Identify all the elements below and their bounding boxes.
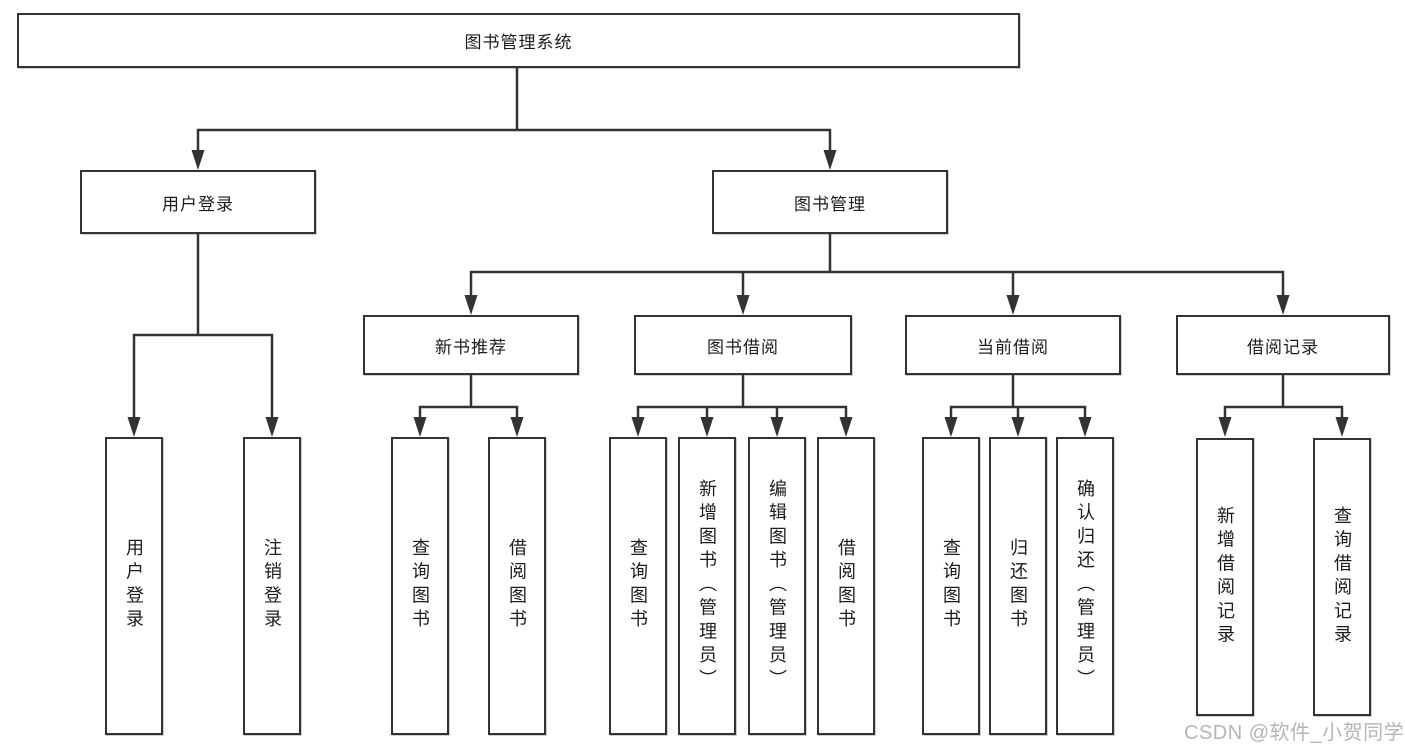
leaf-query-books-borrow: 查询图书 <box>609 437 667 735</box>
leaf-borrow-books-newbook: 借阅图书 <box>488 437 546 735</box>
leaf-return-book: 归还图书 <box>989 437 1047 735</box>
node-root-label: 图书管理系统 <box>464 33 573 52</box>
connector-current-borrow-to-leaves <box>949 372 1087 420</box>
connector-book-management-to-level2 <box>469 231 1285 298</box>
node-new-book-recommend: 新书推荐 <box>363 315 579 375</box>
leaf-borrow-books-borrow: 借阅图书 <box>817 437 875 735</box>
node-borrow-records-label: 借阅记录 <box>1247 337 1319 357</box>
node-book-borrow: 图书借阅 <box>634 315 852 375</box>
node-root: 图书管理系统 <box>17 13 1020 68</box>
node-book-borrow-label: 图书借阅 <box>707 337 779 357</box>
node-current-borrow-label: 当前借阅 <box>977 337 1049 357</box>
connector-borrow-records-to-leaves <box>1223 372 1344 420</box>
leaf-query-books-newbook: 查询图书 <box>391 437 449 735</box>
leaf-query-borrow-record: 查询借阅记录 <box>1313 438 1371 716</box>
node-user-login-label: 用户登录 <box>162 194 234 214</box>
csdn-watermark: CSDN @软件_小贺同学 <box>1184 722 1405 744</box>
node-current-borrow: 当前借阅 <box>905 315 1121 375</box>
connector-book-borrow-to-leaves <box>636 372 848 420</box>
node-new-book-recommend-label: 新书推荐 <box>435 337 507 357</box>
leaf-confirm-return-admin: 确认归还（管理员） <box>1056 437 1114 735</box>
node-borrow-records: 借阅记录 <box>1176 315 1390 375</box>
connector-user-login-to-leaves <box>132 231 274 420</box>
leaf-edit-book-admin: 编辑图书（管理员） <box>748 437 806 735</box>
leaf-query-books-current: 查询图书 <box>922 437 980 735</box>
node-user-login: 用户登录 <box>80 170 316 234</box>
leaf-user-login: 用户登录 <box>105 437 163 735</box>
connector-root-to-level1 <box>196 66 832 153</box>
leaf-add-borrow-record: 新增借阅记录 <box>1196 438 1254 716</box>
leaf-add-book-admin: 新增图书（管理员） <box>678 437 736 735</box>
node-book-management: 图书管理 <box>712 170 948 234</box>
arrowheads <box>127 150 1349 437</box>
connector-new-book-to-leaves <box>418 372 519 420</box>
leaf-logout: 注销登录 <box>243 437 301 735</box>
node-book-management-label: 图书管理 <box>794 194 866 214</box>
